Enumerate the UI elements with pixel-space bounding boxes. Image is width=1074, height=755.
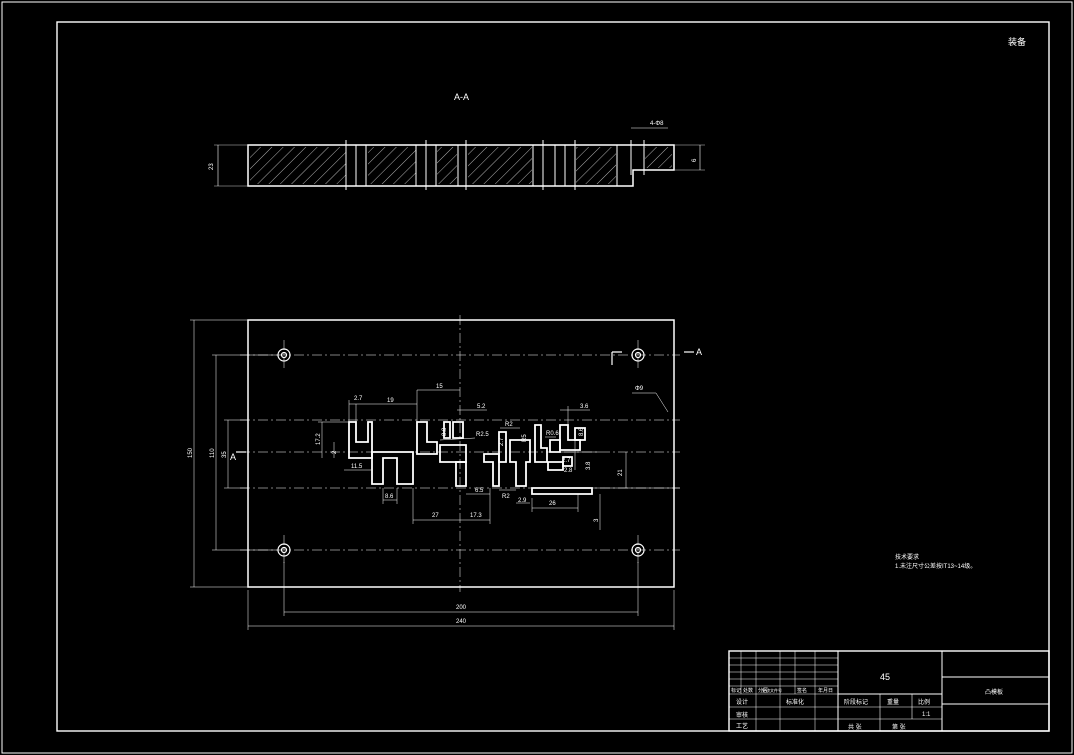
dim-left-side: 17.2 [316,433,322,445]
title-row-label-5: 年月日 [818,687,833,694]
section-marker-left: A [230,452,236,462]
technical-notes: 技术要求 1.未注尺寸公差按IT13~14级。 [895,553,976,570]
title-sheet: 第 张 [892,723,906,731]
title-stage: 阶段标记 [844,698,868,706]
section-hatch-5 [576,147,616,184]
title-sheets: 共 张 [848,723,862,731]
title-part-name: 凸模板 [985,688,1003,696]
title-approve: 工艺 [736,722,748,730]
dim-bot-f: 27 [432,513,439,519]
title-row-label-3: 更改文件号 [762,687,782,693]
section-hatch-4 [468,147,532,184]
notes-line-1: 1.未注尺寸公差按IT13~14级。 [895,562,976,570]
title-std: 标准化 [786,698,804,706]
dim-mid-b: 8.8 [442,427,448,436]
title-weight: 重量 [887,698,899,706]
dim-bot-d: 2.9 [518,498,527,504]
dim-right-a: 21 [618,469,624,476]
dim-mid-a: R2.5 [476,432,489,438]
title-material: 45 [880,672,890,682]
dim-bot-c: R2 [502,494,510,500]
dim-bot-b: 6.5 [475,488,484,494]
dim-top-right-a: 3.6 [580,404,589,410]
title-row-label-0: 标记 [731,687,741,694]
dim-v-small-a: R2 [505,422,513,428]
dim-height-mid: 110 [210,448,216,458]
dim-width-inner: 200 [456,605,467,611]
section-hatch-6 [645,147,672,168]
section-hatch-1 [250,147,346,184]
dim-mid-c: R0.6 [546,431,559,437]
dim-section-thin: 6 [692,158,698,162]
title-check: 审核 [736,711,748,719]
sheet-inner-border [56,21,1050,732]
plan-view: A A [188,315,702,630]
dim-height-outer: 150 [188,447,194,458]
section-hatch-2 [368,147,416,184]
dim-top-left-b: 19 [387,398,394,404]
dim-top-mid: 15 [436,384,443,390]
dim-bot-e: 26 [549,501,556,507]
dim-bot-g: 17.3 [470,513,482,519]
title-ratio: 比例 [918,698,930,706]
dim-v-small-c: 8.6 [579,427,585,436]
section-title: A-A [454,92,469,102]
dim-mid-f: 2.8 [564,468,573,474]
dim-width-outer: 240 [456,619,467,625]
dim-section-slot: 4-Φ8 [650,121,664,127]
center-lines [240,315,680,592]
dim-section-height: 23 [209,163,215,170]
title-design: 设计 [736,698,748,706]
title-block [728,650,1050,732]
section-hatch-3 [437,147,457,184]
title-row-label-1: 处数 [743,687,753,694]
dim-leaders [190,319,680,630]
title-row-label-2: 分区 [758,687,768,694]
dim-h-small-a: 2.7 [499,437,505,446]
dim-top-left-a: 2.7 [354,396,363,402]
dim-mid-e: 2.7 [562,458,571,464]
dim-h-small-b: R5 [522,434,528,442]
corner-label: 装备 [1008,36,1026,47]
dim-mid-d: 3.8 [586,461,592,470]
section-view: A-A [209,92,705,190]
plate-outline [247,319,675,588]
dim-right-b: 3 [594,518,600,522]
section-slot-lines [345,140,645,190]
title-block-text: 45 凸模板 标记 处数 分区 更改文件号 签名 年月日 设计 标准化 审核 工… [731,672,1003,731]
dim-height-inner: 35 [222,451,228,458]
title-row-label-4: 签名 [797,687,807,694]
notes-title: 技术要求 [895,553,919,561]
dim-hole-note: Φ9 [635,386,644,392]
dim-top-mid-b: 5.2 [477,404,486,410]
title-scale: 1:1 [922,712,931,718]
dim-bot-a: 8.6 [385,494,394,500]
dim-v-small-b: 2 [332,450,338,454]
dim-left-11: 11.5 [351,464,363,470]
section-marker-right: A [696,347,702,357]
